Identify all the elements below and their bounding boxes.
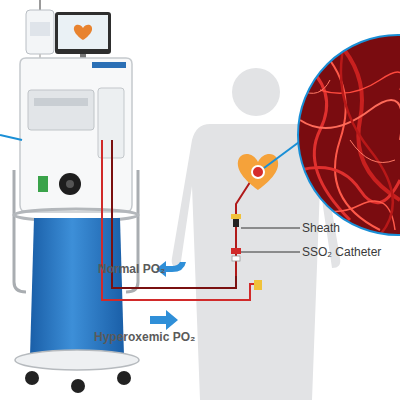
side-rail bbox=[14, 170, 26, 292]
green-clamp bbox=[38, 176, 48, 192]
monitor-screen bbox=[58, 15, 108, 49]
leader-line bbox=[241, 228, 300, 229]
screen-heart bbox=[74, 25, 92, 40]
wheel bbox=[117, 371, 131, 385]
wheel bbox=[71, 379, 85, 393]
pump-knob-center bbox=[66, 180, 74, 188]
microvessel-zoom bbox=[290, 30, 400, 240]
leader-line bbox=[241, 252, 300, 253]
catheter-hub bbox=[232, 256, 240, 261]
console-panel bbox=[28, 90, 94, 130]
part-label: Sheath bbox=[302, 221, 340, 235]
iv-bag bbox=[26, 10, 54, 54]
base-ring bbox=[15, 350, 139, 370]
part-label: SSO₂ Catheter bbox=[302, 245, 381, 259]
monitor bbox=[55, 12, 111, 54]
pointer-line bbox=[0, 135, 22, 140]
flow-arrow-right bbox=[150, 310, 178, 330]
sheath-body bbox=[233, 219, 239, 227]
heart bbox=[238, 154, 278, 190]
heart-target bbox=[252, 166, 264, 178]
arterial-tube bbox=[102, 140, 250, 300]
pump-knob bbox=[59, 173, 81, 195]
flow-label: Normal PO₂ bbox=[98, 262, 165, 276]
catheter-hub bbox=[231, 248, 241, 254]
iv-bag-label bbox=[30, 22, 50, 36]
sheath-hub bbox=[231, 214, 241, 219]
wheel bbox=[25, 371, 39, 385]
console-slot bbox=[34, 98, 88, 106]
flow-label: Hyperoxemic PO₂ bbox=[94, 330, 195, 344]
patient-head bbox=[232, 68, 280, 116]
tube-connector bbox=[254, 280, 262, 290]
console-logo-bar bbox=[92, 62, 126, 68]
console-body bbox=[20, 58, 132, 212]
zoom-border bbox=[298, 35, 400, 235]
